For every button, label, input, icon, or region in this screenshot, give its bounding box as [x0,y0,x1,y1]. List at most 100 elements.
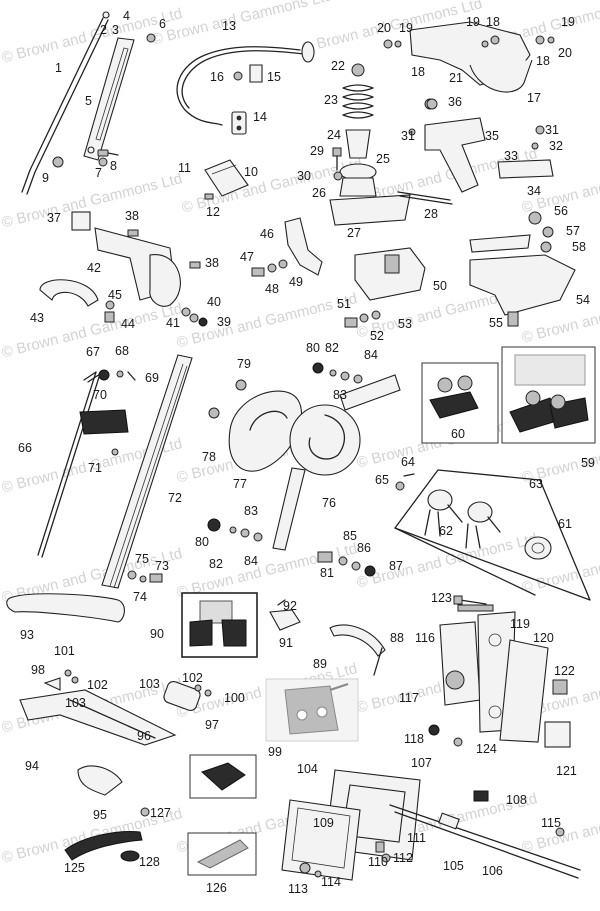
part-13-cable [176,41,315,126]
callout-80: 80 [306,341,320,355]
callout-66: 66 [18,441,32,455]
callout-106: 106 [482,864,503,878]
part-98-103-small [43,669,79,691]
callout-77: 77 [233,477,247,491]
callout-31: 31 [545,123,559,137]
part-99-photo-frame [189,754,257,799]
callout-2: 2 [100,23,107,37]
callout-10: 10 [244,165,258,179]
callout-116: 116 [415,631,435,645]
callout-64: 64 [401,455,415,469]
part-80-84-nuts-lower [207,518,263,542]
callout-33: 33 [504,149,518,163]
callout-61: 61 [558,517,572,531]
callout-103: 103 [65,696,86,710]
part-26-27-28-base [329,191,453,226]
callout-97: 97 [205,718,219,732]
callout-41: 41 [166,316,180,330]
callout-105: 105 [443,859,464,873]
callout-46: 46 [260,227,274,241]
callout-7: 7 [95,166,102,180]
callout-4: 4 [123,9,130,23]
part-6-nut [146,33,156,43]
callout-39: 39 [217,315,231,329]
callout-58: 58 [572,240,586,254]
callout-30: 30 [297,169,311,183]
callout-121: 121 [556,764,577,778]
callout-38: 38 [205,256,219,270]
callout-14: 14 [253,110,267,124]
part-77-drum [208,379,303,472]
callout-18: 18 [486,15,500,29]
callout-62: 62 [439,524,453,538]
callout-60: 60 [451,427,465,441]
callout-38: 38 [125,209,139,223]
callout-22: 22 [331,59,345,73]
part-88-handle [329,624,386,676]
callout-73: 73 [155,559,169,573]
part-93-handle [6,593,125,623]
part-61-lock [524,536,552,560]
callout-84: 84 [364,348,378,362]
part-60-photo-frame [421,362,499,444]
callout-94: 94 [25,759,39,773]
callout-95: 95 [93,808,107,822]
callout-5: 5 [85,94,92,108]
callout-11: 11 [178,161,191,175]
part-14-clip [231,111,247,135]
callout-120: 120 [533,631,554,645]
part-105-107-rod [389,804,581,879]
callout-9: 9 [42,171,49,185]
callout-69: 69 [145,371,159,385]
callout-123: 123 [431,591,452,605]
callout-127: 127 [150,806,171,820]
part-5-channel [83,37,135,161]
callout-92: 92 [283,599,297,613]
part-89-photo-frame [265,678,359,742]
part-63-box [394,469,591,601]
part-54-hinge [469,211,576,327]
callout-63: 63 [529,477,543,491]
callout-113: 113 [288,882,308,896]
part-64-65-clips [395,473,415,491]
callout-98: 98 [31,663,45,677]
callout-57: 57 [566,224,580,238]
callout-118: 118 [404,732,424,746]
callout-35: 35 [485,129,499,143]
callout-102: 102 [182,671,203,685]
part-91-92-latch [269,599,301,631]
callout-122: 122 [554,664,575,678]
callout-115: 115 [541,816,561,830]
callout-117: 117 [399,691,419,705]
part-51-53-bolts [344,310,381,328]
part-123-bolt [453,595,487,605]
part-9-nut [52,156,64,168]
callout-15: 15 [267,70,281,84]
callout-55: 55 [489,316,503,330]
part-94-pull [19,689,177,796]
callout-40: 40 [207,295,221,309]
callout-6: 6 [159,17,166,31]
callout-52: 52 [370,329,384,343]
callout-102: 102 [87,678,108,692]
callout-19: 19 [561,15,575,29]
callout-76: 76 [322,496,336,510]
callout-18: 18 [411,65,425,79]
callout-111: 111 [407,831,427,845]
callout-107: 107 [411,756,432,770]
part-37-42-bracket [71,211,201,307]
part-29-30-screws [332,147,343,181]
part-104-111-handle [281,769,421,881]
callout-28: 28 [424,207,438,221]
callout-59: 59 [581,456,595,470]
callout-51: 51 [337,297,351,311]
callout-34: 34 [527,184,541,198]
callout-47: 47 [240,250,254,264]
callout-49: 49 [289,275,303,289]
callout-89: 89 [313,657,327,671]
part-10-11-12-bracket [204,159,249,200]
callout-25: 25 [376,152,390,166]
callout-26: 26 [312,186,326,200]
part-118-124-bolts [428,724,463,747]
